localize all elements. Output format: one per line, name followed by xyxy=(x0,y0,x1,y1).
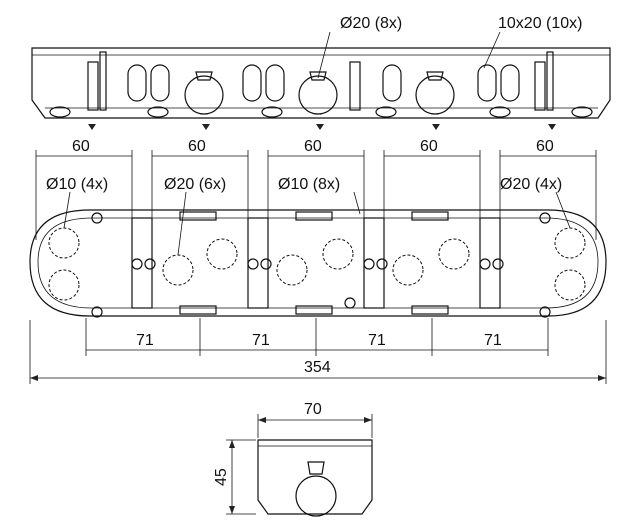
slot-knockout-label: 10x20 (10x) xyxy=(498,15,583,32)
round-knockout-label: Ø20 (8x) xyxy=(340,15,402,32)
round-knockouts xyxy=(184,71,455,115)
partitions xyxy=(131,217,501,309)
medium-knockouts-label: Ø20 (6x) xyxy=(164,176,226,193)
side-view-outline xyxy=(257,439,373,515)
segment-width-5: 60 xyxy=(536,138,554,155)
center-small-knockouts-label: Ø10 (8x) xyxy=(278,176,340,193)
side-width-label: 70 xyxy=(304,401,322,418)
top-view: Ø20 (8x) 10x20 (10x) xyxy=(31,15,611,130)
pitch-1: 71 xyxy=(136,332,154,349)
small-knockouts-label: Ø10 (4x) xyxy=(46,176,108,193)
overall-length-dimension: 354 xyxy=(29,320,607,384)
pitch-4: 71 xyxy=(484,332,502,349)
pitch-dimensions: 71 71 71 71 xyxy=(85,318,549,356)
right-knockouts-label: Ø20 (4x) xyxy=(500,176,562,193)
pitch-3: 71 xyxy=(368,332,386,349)
screw-points xyxy=(91,212,551,318)
side-view: 70 45 xyxy=(213,401,373,517)
slot-knockouts xyxy=(127,64,520,102)
pitch-2: 71 xyxy=(252,332,270,349)
clamp-blocks xyxy=(179,211,449,315)
projection-ticks xyxy=(88,124,556,130)
segment-width-2: 60 xyxy=(188,138,206,155)
segment-width-4: 60 xyxy=(420,138,438,155)
overall-length-label: 354 xyxy=(304,359,331,376)
segment-width-1: 60 xyxy=(72,138,90,155)
front-view-outline xyxy=(29,209,607,317)
screw-bosses xyxy=(49,106,593,118)
front-view: 60 60 60 60 60 xyxy=(29,138,607,384)
side-height-label: 45 xyxy=(213,468,230,486)
clips xyxy=(87,51,554,111)
top-view-outline xyxy=(31,47,611,119)
knockout-circles xyxy=(48,227,586,301)
segment-width-3: 60 xyxy=(304,138,322,155)
